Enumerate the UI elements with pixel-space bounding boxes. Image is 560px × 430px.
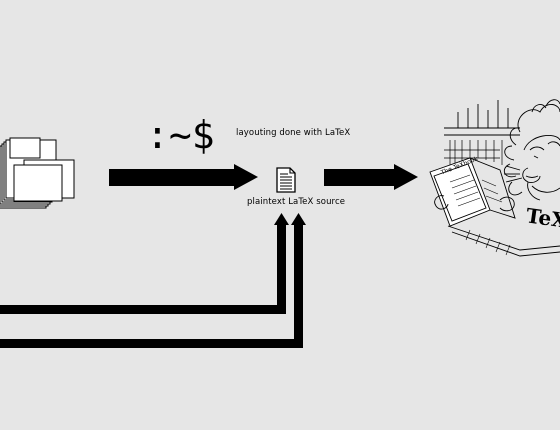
layout-caption: layouting done with LaTeX [236,128,351,138]
feedback-arrow-1 [0,213,289,314]
source-caption: plaintext LaTeX source [247,197,346,207]
feedback-arrow-2 [0,213,306,348]
shell-prompt: :~$ [146,113,215,157]
stacked-documents-icon [0,137,75,209]
tex-lion-icon [429,99,560,257]
arrow-documents-to-source [109,164,258,190]
text-file-icon [276,167,296,193]
arrow-source-to-illustration [324,164,418,190]
